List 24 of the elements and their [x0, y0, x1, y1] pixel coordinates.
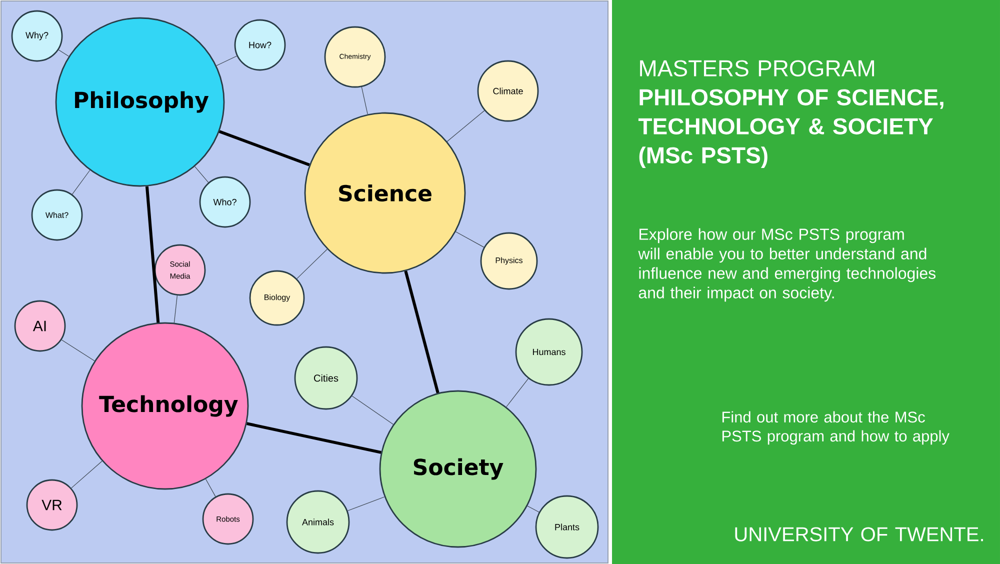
connector-line [347, 496, 385, 512]
connector-line [361, 86, 368, 114]
connector-line [194, 166, 209, 183]
university-name: UNIVERSITY OF TWENTE. [735, 527, 983, 542]
connector-line [446, 110, 485, 142]
connector-line [218, 130, 310, 166]
connector-line [506, 378, 529, 408]
connector-line [61, 340, 95, 362]
connector-line [455, 232, 484, 248]
connector-line [246, 422, 382, 454]
connector-line [404, 270, 440, 394]
connector-line [71, 460, 102, 488]
connector-line [205, 478, 216, 497]
call-to-action-text: Find out more about the MSc PSTS program and how to apply [722, 411, 950, 445]
connector-line [174, 295, 178, 324]
connector-line [216, 56, 238, 66]
heading: MASTERS PROGRAM PHILOSOPHY OF SCIENCE, TECHNOLOGY & SOCIETY (MSc PSTS) [638, 60, 944, 168]
connector-line [58, 50, 69, 57]
connector-line [352, 396, 394, 425]
connector-line [72, 170, 90, 195]
description-text: Explore how our MSc PSTS program will enable you to better understand and influence new and emerging technologies and their impact on society. [638, 228, 936, 302]
connector-line [145, 186, 160, 323]
connector-line [296, 248, 328, 279]
connector-line [527, 506, 540, 512]
